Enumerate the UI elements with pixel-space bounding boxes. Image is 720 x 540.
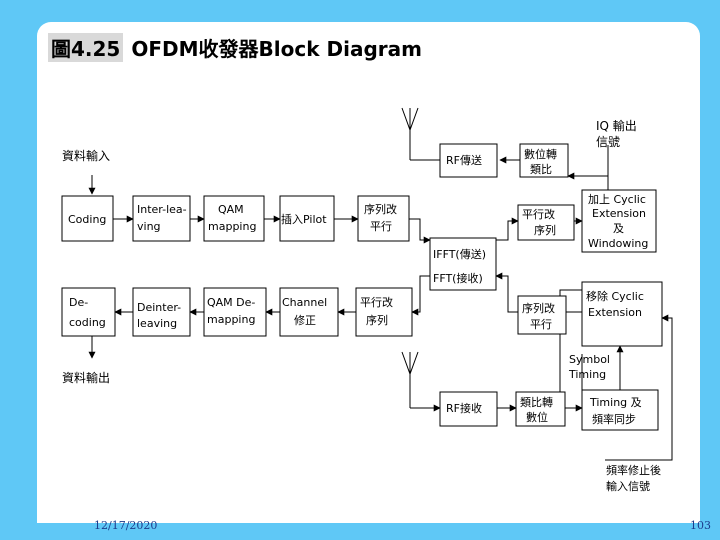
block-ifft-line: IFFT(傳送) bbox=[433, 247, 486, 261]
block-qam-demapping: QAM De- mapping bbox=[203, 287, 267, 337]
block-sp-tx-line-1: 序列改 bbox=[364, 202, 397, 216]
block-sp-tx-line-2: 平行 bbox=[370, 220, 392, 233]
block-rf-tx-line-1: RF傳送 bbox=[446, 153, 482, 167]
block-channel-line-2: 修正 bbox=[294, 313, 316, 327]
figure-number: 圖4.25 bbox=[48, 33, 124, 62]
block-dac-line-2: 類比 bbox=[530, 163, 552, 176]
block-channel-line-1: Channel bbox=[282, 296, 327, 309]
slide-title: 圖4.25 OFDM收發器Block Diagram bbox=[48, 33, 422, 62]
freq-fix-label-2: 輸入信號 bbox=[606, 479, 650, 493]
data-output-label: 資料輸出 bbox=[62, 370, 110, 385]
block-ps-rx-line-1: 平行改 bbox=[360, 295, 393, 309]
data-input-label: 資料輸入 bbox=[62, 148, 110, 163]
block-interleaving-line-2: ving bbox=[137, 220, 161, 233]
symbol-timing-label-1: Symbol bbox=[569, 353, 610, 366]
block-timing-line-1: Timing 及 bbox=[589, 396, 642, 409]
block-remove-cyclic-line-1: 移除 Cyclic bbox=[586, 289, 644, 303]
block-rf-rx-line-1: RF接收 bbox=[446, 401, 482, 415]
block-sp-rx-line-1: 序列改 bbox=[522, 301, 555, 315]
block-ps-tx-line-1: 平行改 bbox=[522, 207, 555, 221]
tx-antenna-icon bbox=[401, 107, 419, 160]
block-remove-cyclic-extension: 移除 Cyclic Extension bbox=[581, 281, 663, 347]
iq-output-label-2: 信號 bbox=[596, 135, 620, 149]
block-add-cyclic-line-2: Extension bbox=[592, 207, 646, 220]
block-decoding-line-1: De- bbox=[69, 296, 88, 309]
block-ps-tx-line-2: 序列 bbox=[534, 223, 556, 237]
block-qam-demapping-line-2: mapping bbox=[207, 313, 255, 326]
slide-canvas bbox=[37, 22, 700, 523]
block-remove-cyclic-line-2: Extension bbox=[588, 306, 642, 319]
block-qam-mapping-line-2: mapping bbox=[208, 220, 256, 233]
block-add-cyclic-line-1: 加上 Cyclic bbox=[588, 193, 646, 206]
block-insert-pilot-line-1: 插入Pilot bbox=[281, 212, 327, 226]
footer-page-number: 103 bbox=[690, 519, 711, 532]
iq-output-label-1: IQ 輸出 bbox=[596, 118, 637, 133]
block-rf-receive: RF接收 bbox=[439, 391, 498, 427]
block-deinterleaving-line-1: Deinter- bbox=[137, 301, 181, 314]
block-parallel-to-serial-rx: 平行改 序列 bbox=[355, 287, 413, 337]
freq-fix-label-1: 頻率修止後 bbox=[606, 463, 661, 477]
block-deinterleaving: Deinter- leaving bbox=[132, 287, 191, 337]
block-add-cyclic-extension: 加上 Cyclic Extension 及 Windowing bbox=[581, 189, 657, 253]
title-text: OFDM收發器Block Diagram bbox=[131, 37, 422, 61]
block-add-cyclic-line-4: Windowing bbox=[588, 237, 648, 250]
block-rf-transmit: RF傳送 bbox=[439, 143, 498, 178]
block-serial-to-parallel-tx: 序列改 平行 bbox=[357, 195, 410, 242]
block-qam-demapping-line-1: QAM De- bbox=[207, 296, 255, 309]
block-insert-pilot: 插入Pilot bbox=[279, 195, 335, 242]
block-adc-line-1: 類比轉 bbox=[520, 396, 553, 409]
block-decoding-line-2: coding bbox=[69, 316, 106, 329]
footer-date: 12/17/2020 bbox=[94, 519, 158, 532]
rx-antenna-icon bbox=[401, 351, 419, 408]
block-ifft-fft: IFFT(傳送) FFT(接收) bbox=[429, 237, 497, 291]
block-add-cyclic-line-3: 及 bbox=[613, 222, 624, 235]
block-interleaving: Inter-lea- ving bbox=[132, 195, 191, 242]
block-dac-line-1: 數位轉 bbox=[524, 147, 557, 161]
block-fft-line: FFT(接收) bbox=[433, 271, 483, 285]
block-qam-mapping: QAM mapping bbox=[203, 195, 265, 242]
block-dac: 數位轉 類比 bbox=[519, 143, 569, 178]
block-decoding: De- coding bbox=[61, 287, 116, 337]
block-serial-to-parallel-rx: 序列改 平行 bbox=[517, 295, 567, 335]
block-parallel-to-serial-tx: 平行改 序列 bbox=[517, 204, 575, 241]
block-timing-line-2: 頻率同步 bbox=[592, 412, 636, 426]
symbol-timing-label-2: Timing bbox=[568, 368, 606, 381]
block-adc-line-2: 數位 bbox=[526, 410, 548, 424]
block-qam-mapping-line-1: QAM bbox=[218, 203, 244, 216]
block-coding-line-1: Coding bbox=[68, 213, 106, 226]
block-adc: 類比轉 數位 bbox=[515, 391, 566, 427]
block-sp-rx-line-2: 平行 bbox=[530, 318, 552, 331]
block-ps-rx-line-2: 序列 bbox=[366, 313, 388, 327]
block-timing-sync: Timing 及 頻率同步 bbox=[581, 389, 659, 431]
block-channel-correction: Channel 修正 bbox=[279, 287, 339, 337]
block-deinterleaving-line-2: leaving bbox=[137, 317, 177, 330]
block-interleaving-line-1: Inter-lea- bbox=[137, 203, 187, 216]
block-coding: Coding bbox=[61, 195, 114, 242]
